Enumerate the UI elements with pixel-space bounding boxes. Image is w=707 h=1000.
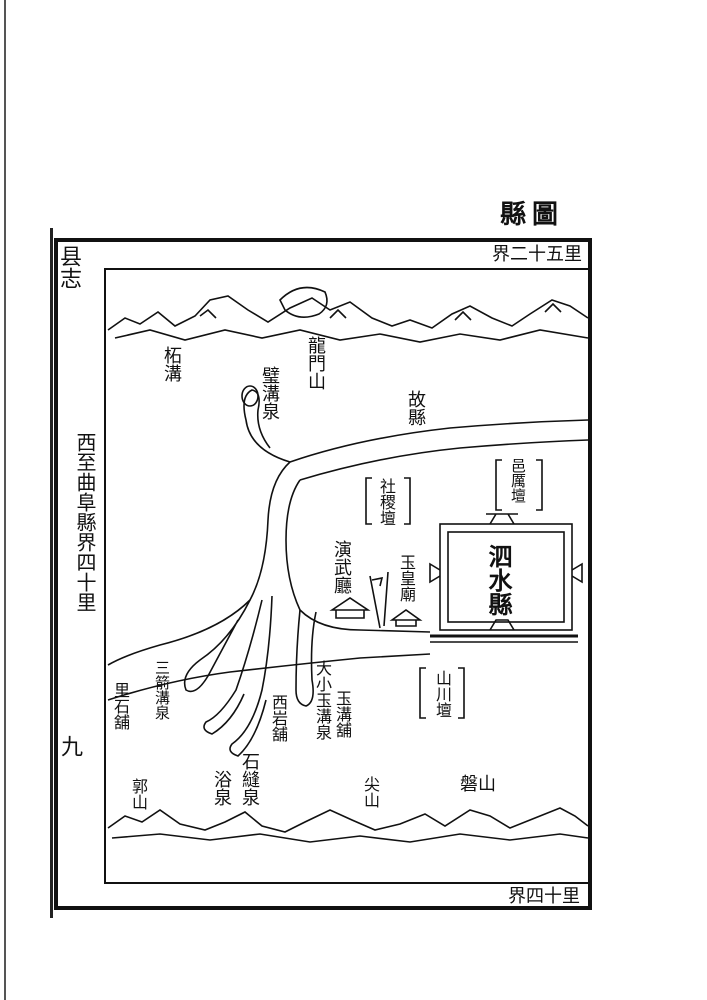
label-lishi-post: 里石舖 [111, 682, 130, 730]
sheji-altar [365, 477, 411, 525]
map-title: 縣圖 [500, 200, 565, 230]
mountain-temple [279, 286, 328, 318]
gutter-line [50, 228, 53, 918]
city-gate-west [429, 562, 441, 584]
label-jian-mountain: 尖山 [361, 776, 380, 808]
river-branch-1 [107, 461, 291, 666]
margin-fragment: 县志 [56, 245, 81, 289]
north-border-note: 界二十五里 [492, 244, 582, 265]
label-shanchuan-altar: 山川壇 [433, 670, 452, 718]
city-gate-south [489, 619, 515, 631]
xiangwu-hall [329, 597, 371, 619]
label-county-seat: 泗水縣 [484, 544, 513, 616]
label-xiangwu-hall: 演武廳 [331, 540, 352, 594]
city-wall-outer [439, 523, 573, 631]
main-river-north-bank [289, 419, 589, 463]
city-gate-north [486, 513, 518, 525]
label-guxian: 故縣 [405, 390, 426, 426]
margin-page-number: 九 [57, 735, 82, 757]
map-outer-frame [54, 238, 592, 910]
label-zhou-mountain: 磐山 [460, 774, 496, 795]
flagpole [369, 571, 389, 629]
river-branch-2 [285, 479, 431, 633]
map-inner-frame [104, 268, 590, 884]
city-wall-inner [447, 531, 565, 623]
label-yugou-post: 玉溝舖 [333, 690, 352, 738]
west-border-note: 西至曲阜縣界四十里 [73, 432, 97, 612]
city-gate-east [571, 562, 583, 584]
label-bishui-spring: 璧溝泉 [259, 366, 280, 420]
shanchuan-altar [419, 667, 465, 719]
label-longmen-mountain: 龍門山 [305, 336, 326, 390]
north-mountain-range [107, 295, 589, 331]
label-shifeng-spring: 石縫泉 [239, 752, 260, 806]
label-guo-mountain: 郭山 [129, 778, 148, 810]
page-edge-line [4, 0, 6, 1000]
label-yu-spring: 浴泉 [211, 770, 232, 806]
spring-stream [243, 389, 291, 463]
river-south-bank [107, 653, 431, 701]
yuhuang-temple [389, 609, 423, 627]
main-river-south-bank [299, 439, 589, 481]
fengshan-altar [495, 459, 543, 511]
label-bolei: 柘溝 [161, 346, 182, 382]
label-daxiao-yugou-spring: 大小玉溝泉 [313, 660, 332, 740]
south-mountain-range [107, 807, 589, 833]
label-sheji-altar: 社稷壇 [377, 478, 396, 526]
label-xiyan-post: 西岩舖 [269, 694, 288, 742]
label-yuhuang-temple: 玉皇廟 [397, 554, 416, 602]
label-sanjian-spring: 三箭溝泉 [153, 660, 171, 720]
label-fengshan-altar: 邑厲壇 [509, 458, 527, 503]
south-border-note: 界四十里 [508, 886, 580, 907]
